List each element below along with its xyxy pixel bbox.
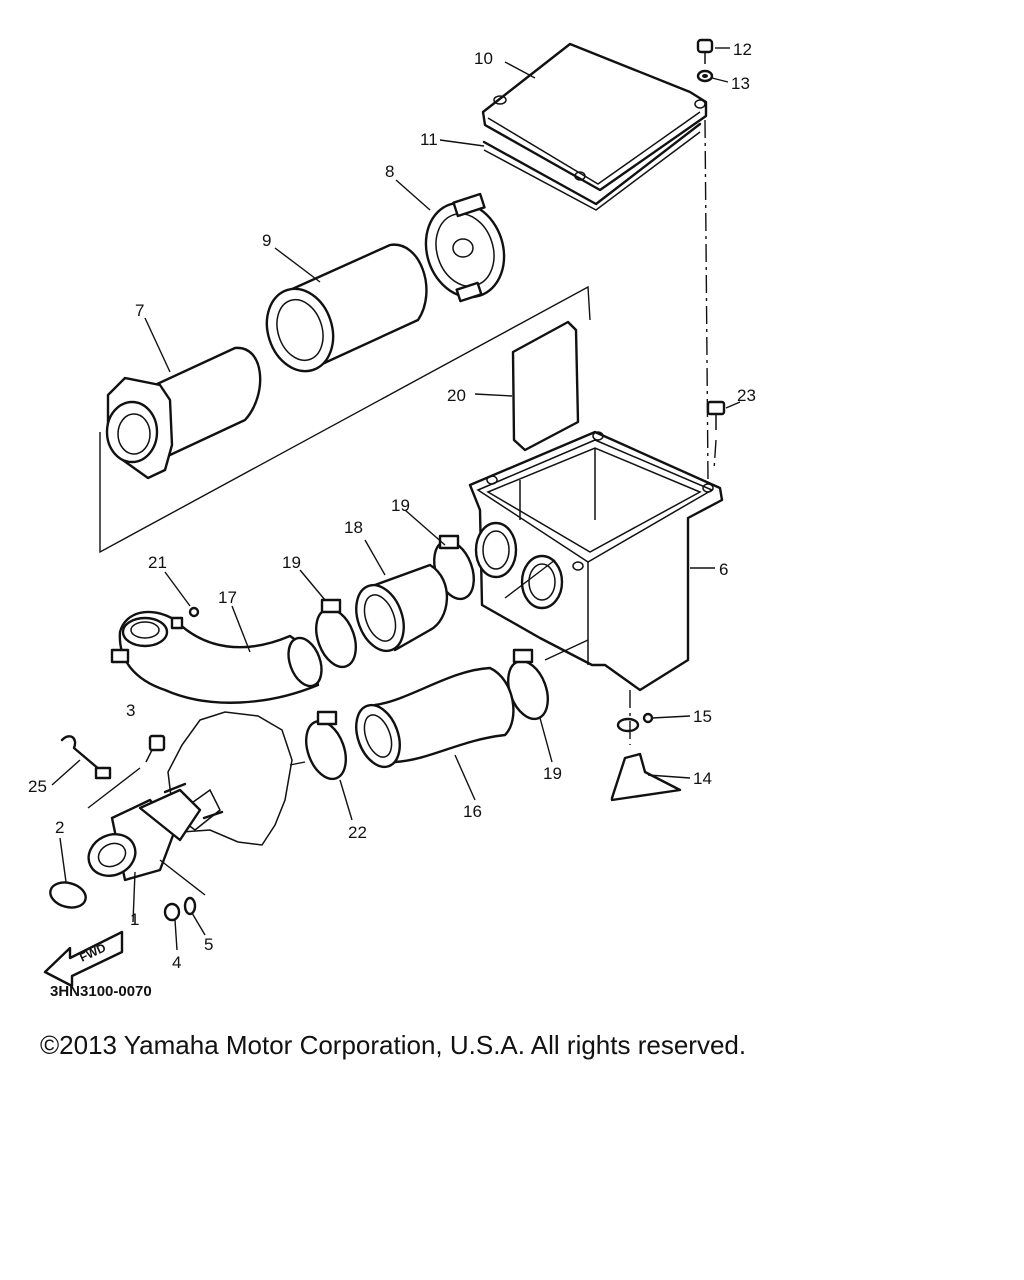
callout-2: 2 — [55, 818, 64, 837]
group-boundary-line — [99, 285, 591, 554]
callout-10: 10 — [474, 49, 493, 68]
callout-21: 20 — [447, 386, 466, 405]
assembly-line-cover — [704, 119, 709, 481]
part-12-screw — [696, 38, 714, 64]
callout-23: 22 — [348, 823, 367, 842]
part-25-hose — [60, 735, 112, 780]
part-20-band — [315, 598, 357, 669]
leader-19b-link — [544, 639, 589, 661]
callout-4: 4 — [172, 953, 181, 972]
copyright-notice: ©2013 Yamaha Motor Corporation, U.S.A. A… — [40, 1030, 747, 1060]
part-19-lower-band — [507, 648, 549, 721]
callout-labels: 10 11 12 13 8 9 7 20 23 6 19 18 19 21 17… — [28, 40, 756, 972]
callout-9: 9 — [262, 231, 271, 250]
callout-6: 6 — [719, 560, 728, 579]
callout-1: 1 — [130, 910, 139, 929]
part-14-drain-cap — [610, 752, 682, 802]
part-23-band — [305, 710, 347, 781]
callout-22: 21 — [148, 553, 167, 572]
part-9-filter-element — [265, 243, 428, 373]
part-13-washer — [696, 69, 714, 83]
part-1-carb-joint — [87, 788, 202, 882]
fwd-arrow-icon: FWD — [43, 930, 124, 988]
part-2-plate — [49, 881, 87, 909]
callout-19-upper: 19 — [391, 496, 410, 515]
callout-18: 18 — [344, 518, 363, 537]
part-16-joint — [355, 666, 515, 769]
part-3-bolt — [87, 734, 166, 809]
leader-4-5-link — [159, 859, 206, 896]
callout-17: 17 — [218, 588, 237, 607]
callout-5: 5 — [204, 935, 213, 954]
callout-11: 11 — [420, 130, 438, 149]
part-11-gasket — [482, 122, 702, 211]
callout-8: 8 — [385, 162, 394, 181]
callout-14: 14 — [693, 769, 712, 788]
part-15-clamp — [616, 690, 654, 745]
leader-23-link — [289, 761, 306, 766]
drawing-code: 3HN3100-0070 — [50, 983, 152, 1000]
stud-bolts — [163, 782, 224, 820]
part-4-nut — [163, 902, 181, 922]
callout-13: 13 — [731, 74, 750, 93]
callout-7: 7 — [135, 301, 144, 320]
part-5-washer — [183, 896, 197, 916]
callout-20: 19 — [282, 553, 301, 572]
callout-25: 25 — [28, 777, 47, 796]
callout-19-lower: 19 — [543, 764, 562, 783]
part-21-plate — [511, 320, 580, 452]
leader-lines — [51, 47, 741, 951]
part-22-clamp — [188, 606, 200, 618]
callout-15: 15 — [693, 707, 712, 726]
part-7-filter-guide — [105, 346, 262, 480]
callout-3: 3 — [126, 701, 135, 720]
callout-24: 23 — [737, 386, 756, 405]
parts-diagram: FWD 10 11 12 13 8 9 7 2 — [28, 38, 756, 1000]
callout-16: 16 — [463, 802, 482, 821]
part-17-joint — [110, 610, 323, 704]
part-24-bolt — [706, 400, 726, 471]
leader-19-link — [504, 559, 556, 599]
part-18-joint — [355, 563, 449, 653]
part-8-filter-cap — [424, 192, 506, 303]
callout-12: 12 — [733, 40, 752, 59]
part-10-cover — [481, 42, 708, 192]
part-6-air-box — [468, 430, 724, 692]
